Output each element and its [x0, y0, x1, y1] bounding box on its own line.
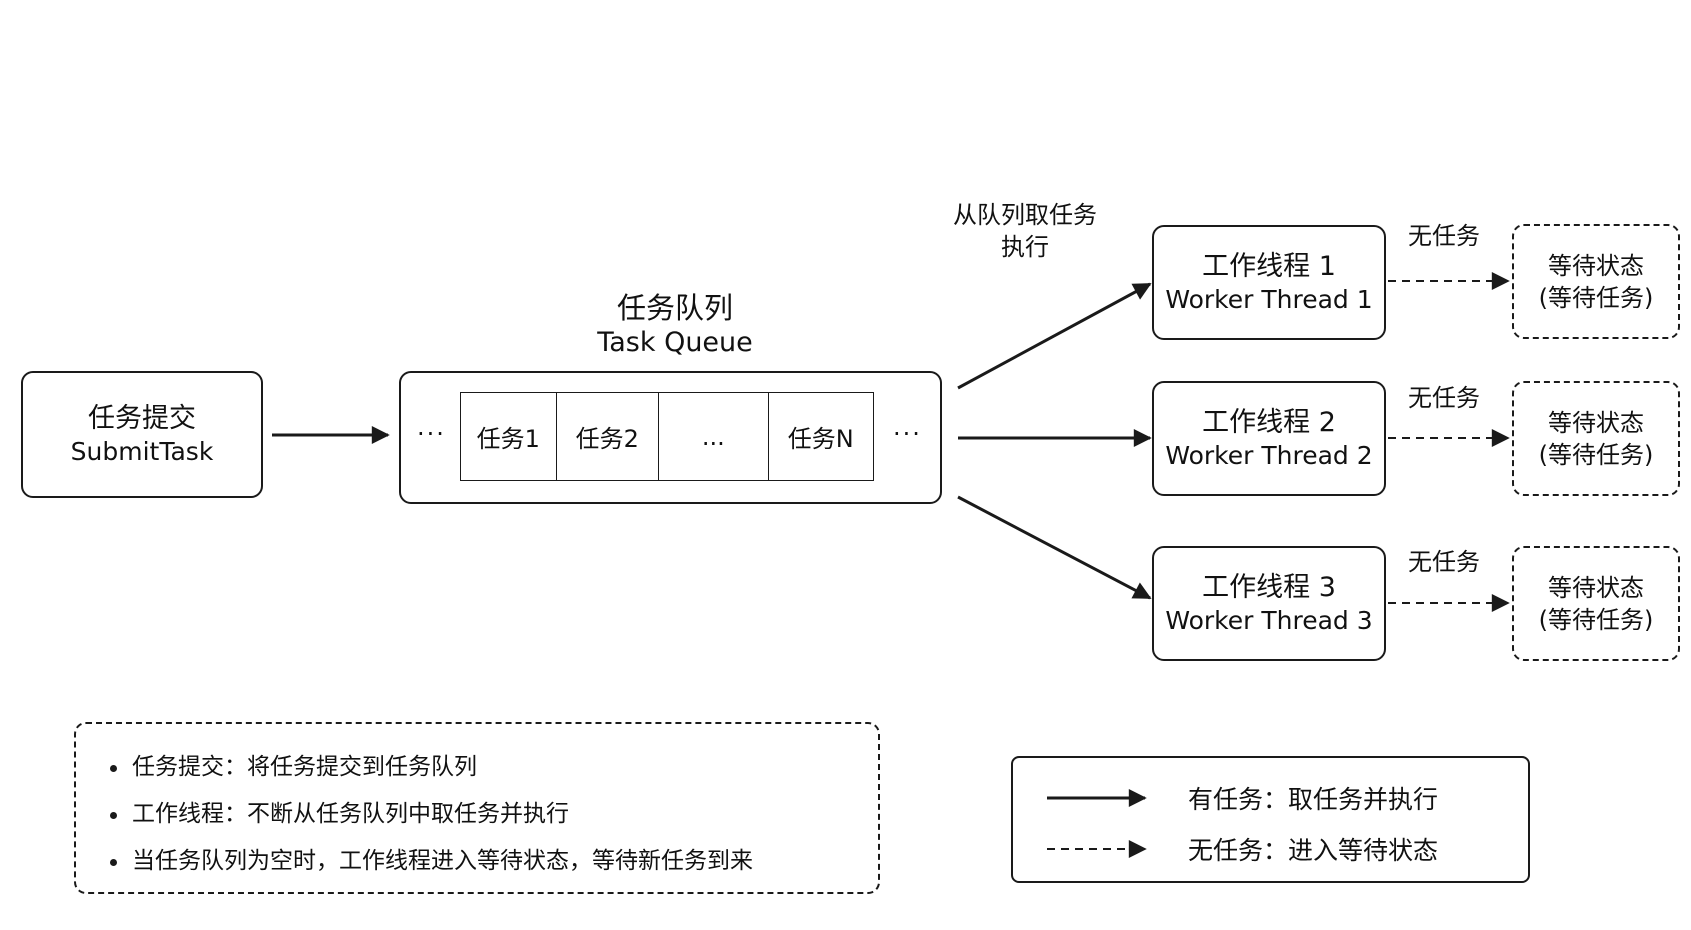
queue-cell-task2: 任务2: [557, 393, 660, 480]
worker-thread-3-en: Worker Thread 3: [1165, 605, 1373, 635]
task-queue-title: 任务队列 Task Queue: [560, 290, 790, 360]
note-item-empty-queue: 当任务队列为空时，工作线程进入等待状态，等待新任务到来: [110, 838, 878, 885]
notes-list: 任务提交：将任务提交到任务队列 工作线程：不断从任务队列中取任务并执行 当任务队…: [110, 744, 878, 885]
fetch-task-label: 从队列取任务 执行: [940, 199, 1110, 263]
fetch-task-label-line2: 执行: [1001, 233, 1049, 261]
legend-lines: [1047, 789, 1147, 858]
queue-cell-ellipsis: ...: [659, 393, 769, 480]
no-task-label-2: 无任务: [1408, 384, 1480, 412]
worker-thread-2-box: 工作线程 2 Worker Thread 2: [1152, 381, 1386, 496]
queue-cell-taskN: 任务N: [787, 425, 854, 453]
worker-thread-2-cn: 工作线程 2: [1202, 406, 1336, 438]
worker-thread-1-cn: 工作线程 1: [1202, 250, 1336, 282]
queue-to-worker1-arrow: [957, 282, 1152, 390]
task-queue-title-en: Task Queue: [597, 327, 753, 358]
waiting-state-3-line2: (等待任务): [1538, 605, 1654, 634]
worker-thread-2-en: Worker Thread 2: [1165, 440, 1373, 470]
note-item-worker: 工作线程：不断从任务队列中取任务并执行: [110, 791, 878, 838]
submit-task-en-label: SubmitTask: [70, 436, 214, 466]
waiting-state-3-box: 等待状态 (等待任务): [1512, 546, 1680, 661]
fetch-task-label-line1: 从队列取任务: [953, 201, 1097, 229]
waiting-state-1-line2: (等待任务): [1538, 283, 1654, 312]
task-queue-title-cn: 任务队列: [616, 291, 733, 325]
worker-thread-1-box: 工作线程 1 Worker Thread 1: [1152, 225, 1386, 340]
queue-right-ellipsis: ···: [893, 420, 922, 448]
waiting-state-2-line2: (等待任务): [1538, 440, 1654, 469]
worker-thread-3-cn: 工作线程 3: [1202, 571, 1336, 603]
legend-solid-label: 有任务：取任务并执行: [1188, 785, 1439, 814]
waiting-state-2-box: 等待状态 (等待任务): [1512, 381, 1680, 496]
task-queue-box: [399, 371, 942, 504]
notes-box: 任务提交：将任务提交到任务队列 工作线程：不断从任务队列中取任务并执行 当任务队…: [74, 722, 880, 894]
queue-cell-task1: 任务1: [461, 393, 557, 480]
queue-left-ellipsis: ···: [417, 420, 446, 448]
submit-task-box: 任务提交 SubmitTask: [21, 371, 263, 498]
waiting-state-2-line1: 等待状态: [1548, 408, 1644, 437]
submit-task-cn-label: 任务提交: [88, 402, 196, 434]
queue-cells: 任务1 任务2 ... 任务N: [460, 392, 874, 481]
waiting-state-3-line1: 等待状态: [1548, 573, 1644, 602]
no-task-label-3: 无任务: [1408, 548, 1480, 576]
legend-box: 有任务：取任务并执行 无任务：进入等待状态: [1011, 756, 1530, 883]
waiting-state-1-box: 等待状态 (等待任务): [1512, 224, 1680, 339]
worker-thread-1-en: Worker Thread 1: [1165, 284, 1373, 314]
queue-to-worker3-arrow: [957, 495, 1152, 600]
legend-dashed-label: 无任务：进入等待状态: [1188, 836, 1439, 865]
note-item-submit: 任务提交：将任务提交到任务队列: [110, 744, 878, 791]
worker-thread-3-box: 工作线程 3 Worker Thread 3: [1152, 546, 1386, 661]
no-task-label-1: 无任务: [1408, 222, 1480, 250]
waiting-state-1-line1: 等待状态: [1548, 251, 1644, 280]
